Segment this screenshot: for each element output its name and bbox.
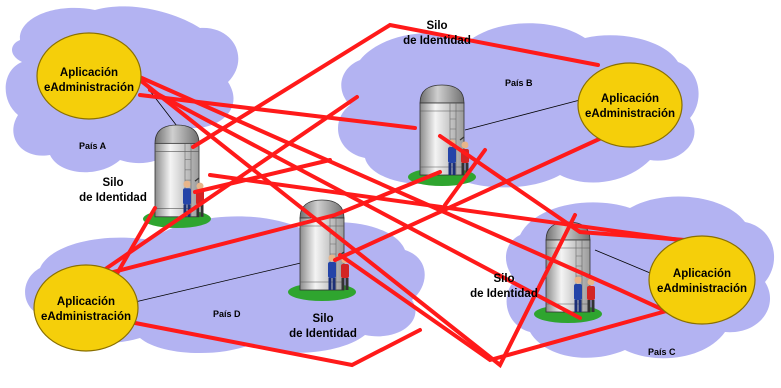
app-label-line2: eAdministración: [44, 82, 134, 94]
cross-link: [193, 158, 332, 194]
silo-label-line2: de Identidad: [289, 328, 357, 340]
app-country-d: Aplicación eAdministración: [33, 264, 139, 352]
silo-label-line1: Silo: [312, 313, 333, 325]
link-b-local: [464, 99, 581, 131]
app-label-line2: eAdministración: [585, 108, 675, 120]
app-country-a: Aplicación eAdministración: [36, 32, 142, 120]
country-label-d: País D: [213, 309, 241, 319]
cross-link: [128, 320, 422, 368]
country-label-b: País B: [505, 78, 533, 88]
cross-link: [338, 253, 672, 363]
country-label-a: País A: [79, 141, 107, 151]
cross-link: [443, 148, 487, 207]
cross-link: [438, 134, 687, 242]
app-label-line1: Aplicación: [601, 93, 659, 105]
cross-link: [133, 73, 670, 314]
silo-label-line1: Silo: [102, 177, 123, 189]
app-label-line1: Aplicación: [673, 268, 731, 280]
silo-label-line2: de Identidad: [470, 288, 538, 300]
local-links: [134, 77, 656, 303]
app-label-line1: Aplicación: [60, 67, 118, 79]
silo-label-line1: Silo: [426, 20, 447, 32]
app-country-b: Aplicación eAdministración: [577, 62, 683, 148]
cross-link: [88, 170, 442, 280]
app-country-c: Aplicación eAdministración: [648, 235, 756, 325]
country-label-c: País C: [648, 347, 676, 357]
link-c-local: [594, 249, 656, 276]
cross-link: [333, 133, 610, 262]
silo-label-line2: de Identidad: [403, 35, 471, 47]
link-d-local: [134, 261, 306, 303]
silo-label-line1: Silo: [493, 273, 514, 285]
app-label-line1: Aplicación: [57, 296, 115, 308]
silo-label-line2: de Identidad: [79, 192, 147, 204]
app-label-line2: eAdministración: [41, 311, 131, 323]
cross-link: [138, 93, 417, 130]
app-label-line2: eAdministración: [657, 283, 747, 295]
cross-link: [191, 22, 600, 149]
